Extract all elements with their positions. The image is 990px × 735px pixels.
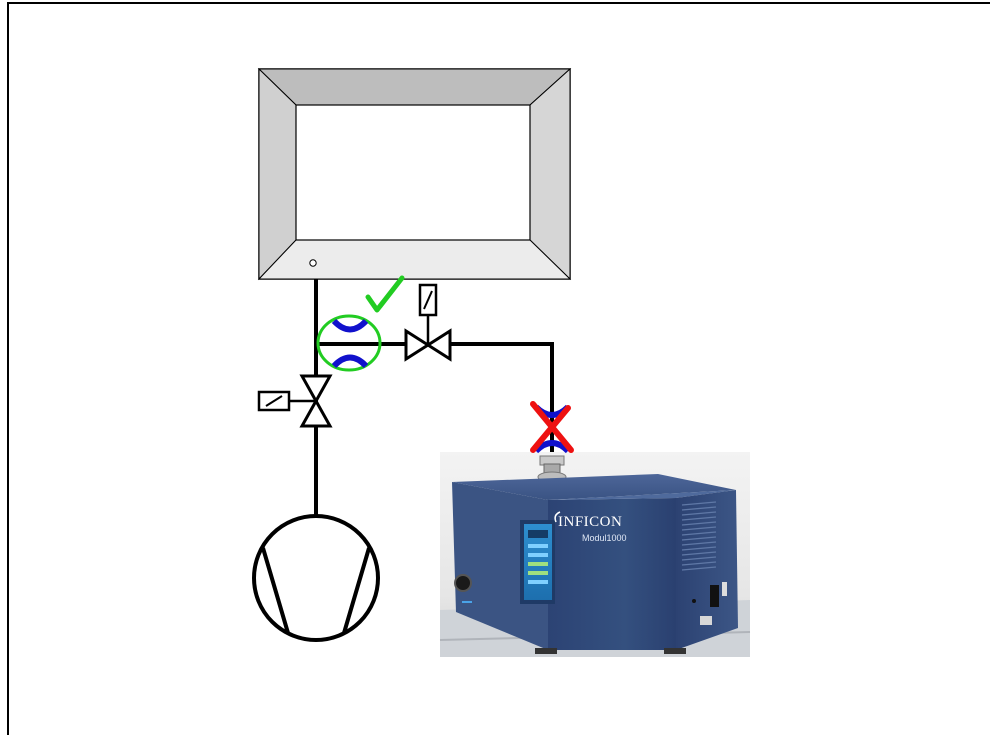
- leak-detector: INFICON Modul1000: [439, 452, 751, 657]
- chamber-port-icon: [309, 259, 317, 267]
- orifice-flow-restrictor: [316, 314, 382, 372]
- brand-logo-icon: [554, 511, 561, 523]
- check-icon: [365, 275, 405, 313]
- vacuum-pump: [252, 514, 380, 642]
- highlight-ring: [316, 314, 382, 372]
- brand-label: INFICON: [558, 514, 622, 530]
- page-border: [7, 2, 990, 735]
- solenoid-valve-horizontal: [404, 283, 452, 362]
- power-switch: [710, 585, 719, 607]
- cross-icon: [530, 401, 574, 453]
- model-label: Modul1000: [582, 533, 627, 543]
- control-knob: [454, 574, 472, 592]
- vent-grille: [681, 501, 717, 571]
- vacuum-chamber: [257, 67, 572, 281]
- solenoid-valve-vertical: [257, 374, 333, 428]
